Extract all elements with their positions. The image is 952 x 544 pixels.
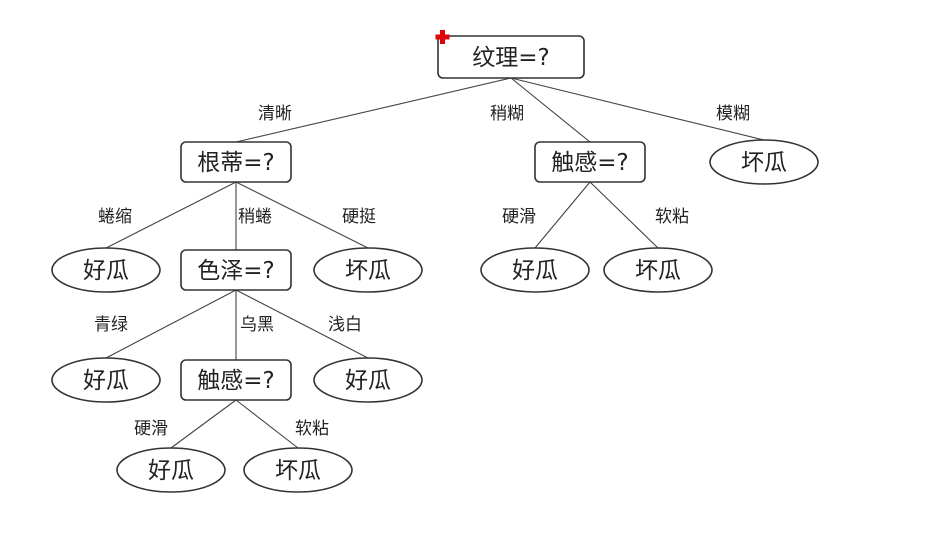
node-label: 纹理=?: [472, 45, 549, 71]
red-cross-icon: [435, 30, 450, 44]
edge-n_sezhe-leaf_qianbai: [235, 289, 369, 359]
edge-label: 硬挺: [342, 207, 376, 227]
decision-box: [180, 359, 292, 401]
leaf-node-leaf_right_yinghua: 好瓜: [480, 247, 590, 293]
leaf-node-leaf_left_ruannian: 坏瓜: [243, 447, 353, 493]
decision-node-n_chugan_right: 触感=?: [534, 141, 646, 183]
edge-root-leaf_mohu: [510, 77, 765, 141]
edge-label: 稍糊: [490, 104, 524, 124]
edge-label: 乌黑: [240, 315, 274, 335]
leaf-ellipse: [709, 139, 819, 185]
node-label: 好瓜: [148, 458, 194, 484]
node-label: 好瓜: [83, 368, 129, 394]
edge-labels-layer: 清晰稍糊模糊蜷缩稍蜷硬挺硬滑软粘青绿乌黑浅白硬滑软粘: [94, 104, 750, 439]
edge-n_chugan_left-leaf_left_yinghua: [170, 399, 237, 449]
edge-label: 软粘: [655, 207, 689, 227]
edge-n_chugan_right-leaf_right_ruannian: [589, 181, 659, 249]
node-label: 触感=?: [197, 368, 274, 394]
node-label: 坏瓜: [635, 258, 681, 284]
leaf-node-leaf_quansuo: 好瓜: [51, 247, 161, 293]
leaf-node-leaf_qinglv: 好瓜: [51, 357, 161, 403]
decision-node-n_sezhe: 色泽=?: [180, 249, 292, 291]
edge-n_gendi-leaf_quansuo: [105, 181, 237, 249]
leaf-node-leaf_mohu: 坏瓜: [709, 139, 819, 185]
node-label: 好瓜: [345, 368, 391, 394]
leaf-ellipse: [51, 357, 161, 403]
edge-label: 硬滑: [502, 207, 536, 227]
leaf-node-leaf_left_yinghua: 好瓜: [116, 447, 226, 493]
edge-label: 软粘: [295, 419, 329, 439]
edge-root-n_gendi: [235, 77, 512, 143]
edge-root-n_chugan_right: [510, 77, 591, 143]
decision-node-root: 纹理=?: [437, 35, 585, 79]
decision-box: [180, 249, 292, 291]
edge-label: 模糊: [716, 104, 750, 124]
edge-n_sezhe-leaf_qinglv: [105, 289, 237, 359]
node-label: 好瓜: [512, 258, 558, 284]
node-label: 坏瓜: [741, 150, 787, 176]
node-label: 好瓜: [83, 258, 129, 284]
leaf-ellipse: [603, 247, 713, 293]
edge-label: 清晰: [258, 104, 292, 124]
decision-box: [534, 141, 646, 183]
decision-node-n_gendi: 根蒂=?: [180, 141, 292, 183]
leaf-node-leaf_right_ruannian: 坏瓜: [603, 247, 713, 293]
edge-label: 浅白: [328, 315, 362, 335]
leaf-ellipse: [313, 357, 423, 403]
nodes-layer: 纹理=?根蒂=?触感=?坏瓜好瓜色泽=?坏瓜好瓜坏瓜好瓜触感=?好瓜好瓜坏瓜: [51, 35, 819, 493]
leaf-ellipse: [116, 447, 226, 493]
edge-label: 青绿: [94, 315, 128, 335]
decision-box: [180, 141, 292, 183]
node-label: 坏瓜: [345, 258, 391, 284]
edge-label: 硬滑: [134, 419, 168, 439]
leaf-ellipse: [313, 247, 423, 293]
leaf-node-leaf_qianbai: 好瓜: [313, 357, 423, 403]
leaf-ellipse: [243, 447, 353, 493]
edge-n_gendi-leaf_yingting: [235, 181, 369, 249]
decision-box: [437, 35, 585, 79]
node-label: 触感=?: [551, 150, 628, 176]
edges-layer: [105, 77, 765, 449]
edge-label: 稍蜷: [238, 207, 272, 227]
edge-n_chugan_right-leaf_right_yinghua: [534, 181, 591, 249]
node-label: 根蒂=?: [197, 150, 274, 176]
leaf-ellipse: [51, 247, 161, 293]
node-label: 色泽=?: [197, 258, 274, 284]
edge-label: 蜷缩: [98, 207, 132, 227]
node-label: 坏瓜: [275, 458, 321, 484]
edge-n_chugan_left-leaf_left_ruannian: [235, 399, 299, 449]
decision-node-n_chugan_left: 触感=?: [180, 359, 292, 401]
leaf-node-leaf_yingting: 坏瓜: [313, 247, 423, 293]
leaf-ellipse: [480, 247, 590, 293]
